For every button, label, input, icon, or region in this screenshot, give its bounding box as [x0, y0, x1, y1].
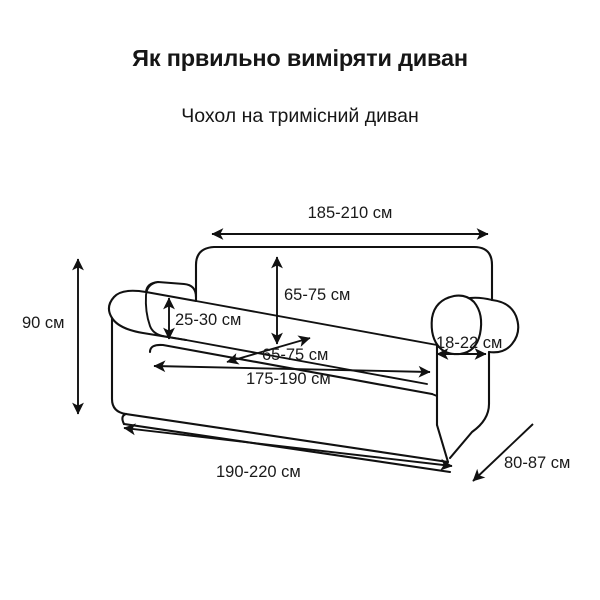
sofa-right-arm-bottom-edge [435, 423, 450, 464]
sofa-seat-left-edge [162, 335, 187, 341]
sofa-backrest-bottom-edge [195, 300, 438, 346]
dimension-total-depth: 80-87 см [472, 423, 570, 482]
dimension-seat-width: 175-190 см [153, 360, 431, 388]
dimension-label-backrest-width: 185-210 см [308, 204, 393, 222]
page-title: Як првильно виміряти диван [132, 45, 468, 71]
sofa-right-arm-outer-face [448, 350, 491, 460]
dimension-backrest-width: 185-210 см [211, 204, 489, 240]
dimension-total-height: 90 см [22, 258, 84, 415]
dimension-arm-height: 25-30 см [163, 297, 241, 340]
sofa-right-arm-back-join [469, 296, 493, 301]
sofa-backrest-outline [194, 245, 494, 302]
sofa-seat-front-band [148, 343, 434, 396]
page-subtitle: Чохол на тримісний диван [181, 105, 419, 127]
sofa-left-arm-inner-roll [144, 281, 164, 337]
dimension-label-total-width: 190-220 см [216, 463, 301, 481]
dimension-arm-width: 18-22 см [436, 334, 502, 360]
dimension-label-seat-depth: 65-75 см [262, 346, 328, 364]
dimension-label-arm-height: 25-30 см [175, 311, 241, 329]
dimension-label-seat-width: 175-190 см [246, 370, 331, 388]
dimension-label-total-height: 90 см [22, 314, 65, 332]
sofa-left-arm-front-face [110, 316, 128, 416]
dimension-seat-depth: 65-75 см [226, 335, 328, 365]
dimension-line [153, 360, 431, 378]
dimension-label-back-height: 65-75 см [284, 286, 350, 304]
sofa-base-left-corner [121, 412, 128, 426]
dimension-line [472, 423, 534, 482]
dimension-label-total-depth: 80-87 см [504, 454, 570, 472]
dimension-label-arm-width: 18-22 см [436, 334, 502, 352]
sofa-right-arm-lower-join [431, 393, 438, 397]
dimension-back-height: 65-75 см [271, 256, 350, 345]
dimension-line [123, 423, 453, 471]
sofa-left-arm-roll [107, 289, 198, 342]
dimension-total-width: 190-220 см [123, 423, 453, 481]
sofa-base-top-line [124, 412, 450, 464]
sofa-right-arm-roll [487, 298, 520, 354]
dimension-line [226, 335, 311, 365]
